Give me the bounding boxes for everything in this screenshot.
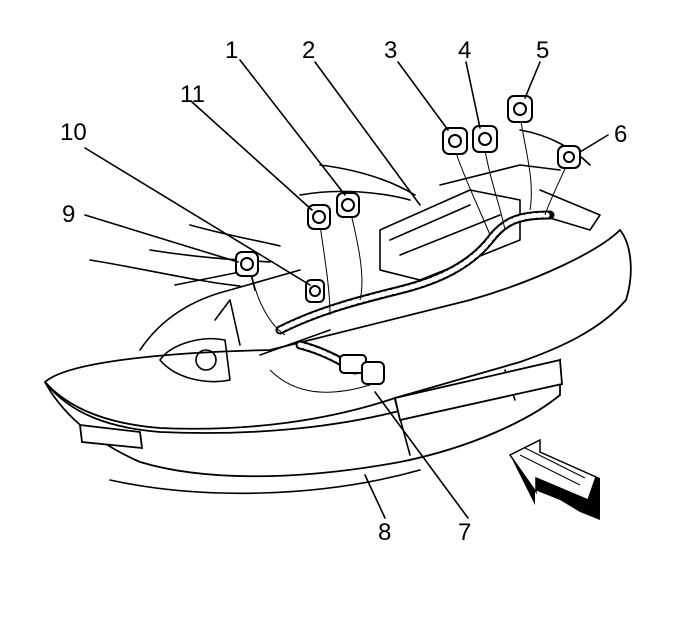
callout-label-8: 8 (378, 519, 391, 546)
callout-label-3: 3 (384, 37, 397, 64)
callout-label-7: 7 (458, 519, 471, 546)
callout-label-11: 11 (180, 81, 205, 108)
socket-5 (507, 95, 533, 123)
leader-lines (84, 59, 609, 519)
harness-connector (339, 354, 385, 385)
socket-11 (307, 204, 331, 230)
socket-1 (336, 192, 360, 218)
callout-label-10: 10 (60, 119, 87, 146)
socket-4 (472, 125, 498, 153)
callout-label-6: 6 (614, 121, 627, 148)
callout-label-5: 5 (536, 37, 549, 64)
socket-6 (557, 145, 581, 169)
forward-arrow-icon (508, 438, 600, 520)
callout-label-1: 1 (225, 37, 238, 64)
wiring-harness (249, 114, 571, 393)
callout-label-2: 2 (302, 37, 315, 64)
callout-labels: 1 2 3 4 5 6 7 8 9 10 11 (60, 37, 627, 546)
callout-label-4: 4 (458, 37, 471, 64)
socket-3 (442, 127, 468, 155)
callout-label-9: 9 (62, 201, 75, 228)
socket-9 (235, 251, 259, 277)
